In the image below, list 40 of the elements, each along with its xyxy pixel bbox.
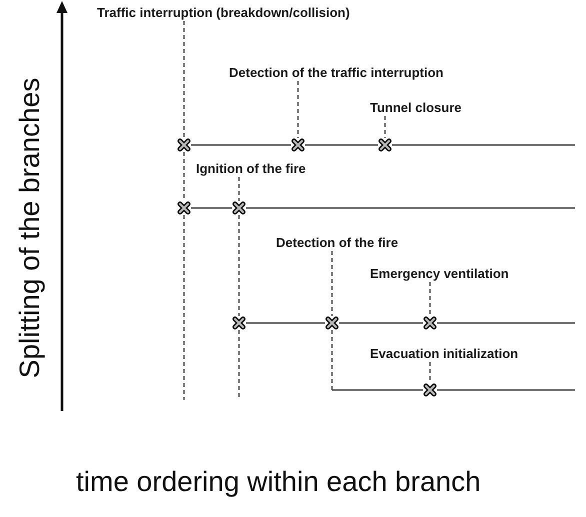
branch-line [437,389,575,391]
event-label: Ignition of the fire [196,161,306,177]
leader-line [183,152,185,201]
cross-marker-icon [291,138,305,152]
cross-marker-icon [423,383,437,397]
event-label: Emergency ventilation [370,266,509,282]
leader-line [331,251,333,316]
leader-line [238,215,240,316]
event-label: Tunnel closure [370,100,462,116]
branch-line [305,144,378,146]
leader-line [238,330,240,400]
cross-marker-icon [325,316,339,330]
leader-line [429,362,431,383]
branch-line [332,389,423,391]
cross-marker-icon [177,138,191,152]
event-label: Evacuation initialization [370,346,518,362]
leader-line [384,116,386,138]
leader-line [183,21,185,138]
leader-line [429,282,431,316]
leader-line [331,330,333,390]
cross-marker-icon [232,316,246,330]
branch-line [246,322,325,324]
axis-label: Splitting of the branches [14,78,46,378]
cross-marker-icon [378,138,392,152]
branch-line [246,207,575,209]
cross-marker-icon [177,201,191,215]
event-label: Detection of the traffic interruption [229,65,444,81]
cross-marker-icon [232,201,246,215]
cross-marker-icon [423,316,437,330]
branch-line [339,322,423,324]
branch-line [191,144,291,146]
event-label: Traffic interruption (breakdown/collision) [97,5,350,21]
leader-line [183,215,185,400]
axis-label: time ordering within each branch [76,466,481,498]
leader-line [238,177,240,201]
branch-line [392,144,575,146]
leader-line [297,81,299,138]
event-label: Detection of the fire [276,235,398,251]
branch-line [437,322,575,324]
branch-line [191,207,232,209]
